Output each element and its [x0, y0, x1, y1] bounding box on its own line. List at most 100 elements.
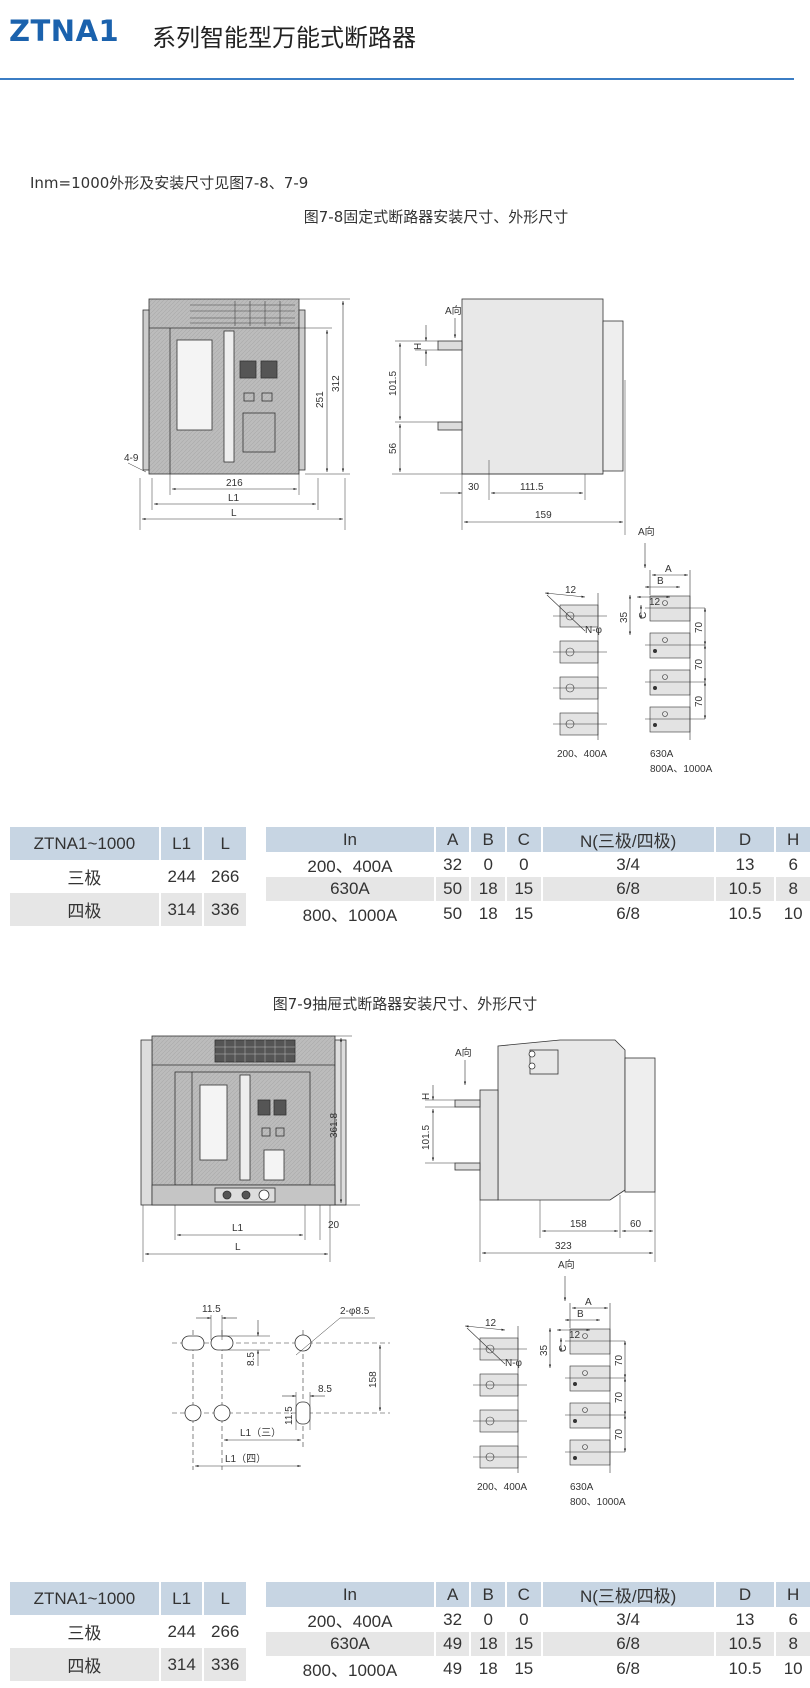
- direction-a-label: A向: [455, 1046, 472, 1059]
- rating-label: 200、400A: [477, 1482, 527, 1493]
- header-divider: [0, 78, 794, 80]
- column-header: L: [204, 1582, 246, 1615]
- table-cell: 10.5: [728, 1658, 762, 1678]
- rating-label: 200、400A: [557, 749, 607, 760]
- table-cell: 200、400A: [307, 1612, 393, 1631]
- busbar-terminal: [569, 1365, 611, 1392]
- bolt-hole-icon: [582, 1407, 588, 1413]
- table-cell: 13: [735, 854, 755, 874]
- table-cell: 10: [783, 1658, 803, 1678]
- table-cell: 6/8: [542, 1632, 714, 1656]
- fig79-front-view: [140, 1035, 360, 1262]
- busbar-terminal: [569, 1402, 611, 1429]
- fig78-side-view: [392, 298, 626, 535]
- table-cell: 18: [478, 1658, 498, 1678]
- dim-35: 35: [619, 611, 630, 623]
- column-header: ZTNA1~1000: [10, 1582, 159, 1615]
- dim-11.5: 11.5: [202, 1304, 221, 1315]
- table-cell: 0: [519, 854, 529, 874]
- column-header: C: [507, 827, 541, 852]
- bolt-hole-icon: [582, 1444, 588, 1450]
- dim-20: 20: [328, 1220, 340, 1231]
- busbar-terminal: [649, 706, 691, 733]
- page-title: 系列智能型万能式断路器: [152, 24, 416, 52]
- dim-4-9: 4-9: [124, 453, 139, 464]
- column-header: C: [507, 1582, 541, 1607]
- dim-B: B: [657, 576, 664, 587]
- dim-12: 12: [569, 1330, 581, 1341]
- dim-101.5: 101.5: [388, 371, 399, 396]
- table-cell: 6: [788, 854, 798, 874]
- table-cell: 三极: [67, 1624, 102, 1643]
- table-cell: 314: [160, 893, 203, 926]
- column-header: L: [204, 827, 246, 860]
- dim-70: 70: [614, 1428, 625, 1440]
- dimension-line: [464, 1325, 506, 1331]
- dim-L: L: [231, 508, 237, 519]
- table-cell: 800、1000A: [302, 1661, 398, 1680]
- table-cell: 266: [211, 1621, 240, 1641]
- fig78-front-view: [127, 298, 350, 530]
- column-header: L1: [160, 1582, 203, 1615]
- column-header: B: [471, 1582, 506, 1607]
- dim-B: B: [577, 1309, 584, 1320]
- bolt-hole-icon: [573, 1419, 577, 1423]
- table-cell: 336: [204, 1648, 246, 1681]
- table-cell: 15: [514, 1658, 534, 1678]
- dim-35: 35: [539, 1344, 550, 1356]
- table-cell: 三极: [67, 869, 102, 888]
- dim-70: 70: [694, 695, 705, 707]
- direction-a-label: A向: [638, 525, 655, 538]
- bolt-hole-icon: [653, 649, 657, 653]
- bolt-hole-icon: [653, 686, 657, 690]
- bolt-hole-icon: [662, 674, 668, 680]
- table-cell: 32: [443, 1609, 463, 1629]
- fig79-side-view: [425, 1039, 656, 1262]
- bolt-hole-icon: [582, 1333, 588, 1339]
- dimension-line: [544, 592, 586, 598]
- column-header: H: [776, 827, 810, 852]
- busbar-terminal: [649, 669, 691, 696]
- table-cell: 10.5: [715, 877, 775, 901]
- table-cell: 800、1000A: [302, 906, 398, 925]
- table-cell: 244: [167, 866, 196, 886]
- dim-70: 70: [694, 658, 705, 670]
- bolt-hole-icon: [653, 723, 657, 727]
- dim-216: 216: [226, 478, 243, 489]
- table-cell: 15: [507, 877, 541, 901]
- dim-L1-three-pole: L1（三）: [240, 1427, 281, 1439]
- dim-L: L: [235, 1242, 241, 1253]
- dim-312: 312: [331, 375, 342, 392]
- rating-label: 800A、1000A: [650, 764, 713, 775]
- column-header: N(三极/四极): [542, 827, 714, 852]
- table-cell: 15: [514, 903, 534, 923]
- column-header: B: [471, 827, 506, 852]
- direction-a-label: A向: [445, 304, 462, 317]
- column-header: ZTNA1~1000: [10, 827, 159, 860]
- hole-count-label: N-φ: [585, 625, 603, 636]
- table-cell: 200、400A: [307, 857, 393, 876]
- rating-label: 800、1000A: [570, 1497, 626, 1508]
- dim-C: C: [638, 612, 649, 619]
- table-cell: 630A: [266, 877, 434, 901]
- bolt-hole-icon: [662, 711, 668, 717]
- dim-70: 70: [614, 1354, 625, 1366]
- dim-A: A: [665, 564, 672, 575]
- dim-11.5: 11.5: [284, 1406, 295, 1425]
- dim-70: 70: [694, 621, 705, 633]
- column-header: D: [715, 1582, 775, 1607]
- dim-111.5: 111.5: [520, 482, 544, 493]
- dim-56: 56: [388, 442, 399, 454]
- dim-158: 158: [570, 1219, 587, 1230]
